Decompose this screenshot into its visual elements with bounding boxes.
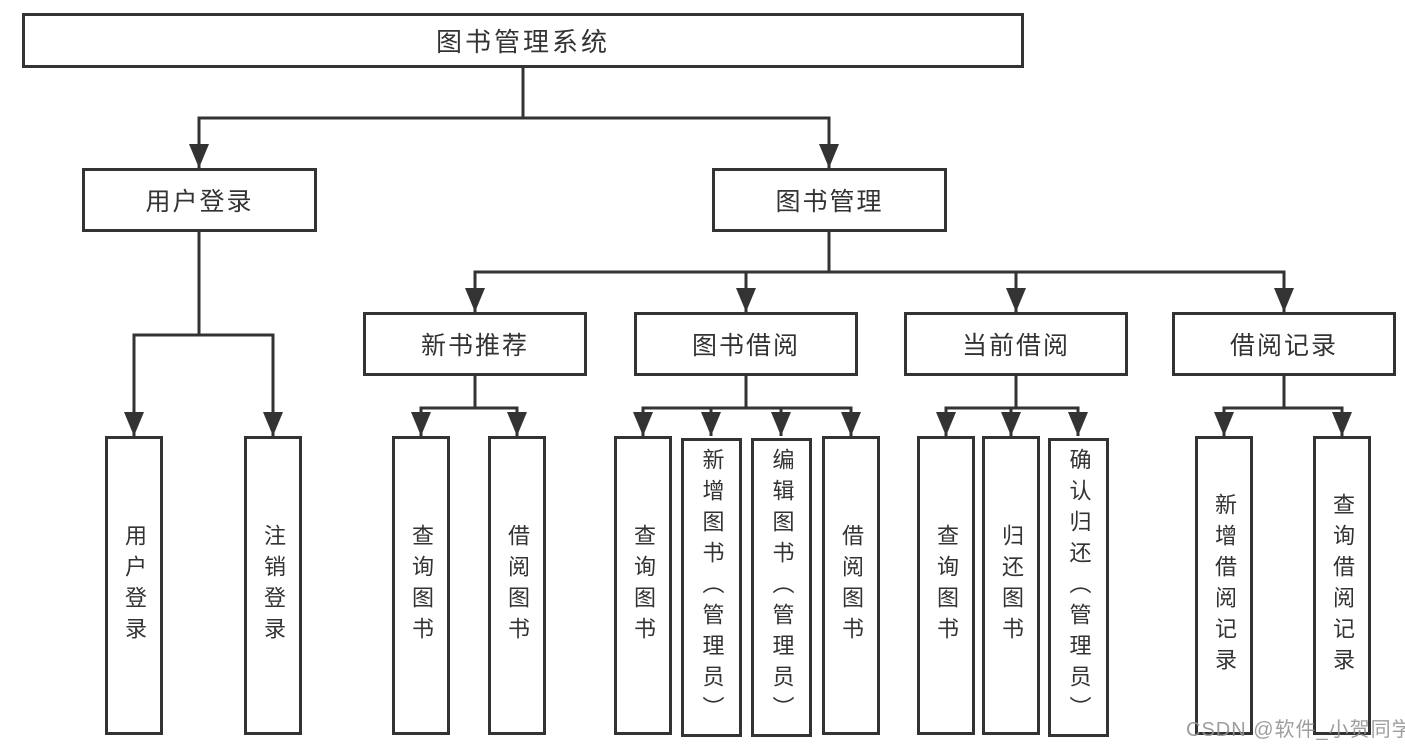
node-current-borrowing-label: 当前借阅 [961, 332, 1070, 360]
leaf-edit-books-admin-label: 编辑图书（管理员） [769, 448, 795, 727]
leaf-confirm-return-admin: 确认归还（管理员） [1048, 438, 1109, 737]
leaf-return-books: 归还图书 [982, 436, 1040, 735]
leaf-query-books-borrowing: 查询图书 [614, 436, 672, 735]
node-borrowing-records-label: 借阅记录 [1229, 332, 1338, 360]
node-book-borrowing: 图书借阅 [634, 312, 858, 376]
leaf-query-borrow-record: 查询借阅记录 [1313, 436, 1371, 735]
leaf-logout: 注销登录 [244, 436, 302, 735]
node-library-management-system: 图书管理系统 [22, 13, 1024, 68]
leaf-borrow-books: 借阅图书 [822, 436, 880, 735]
leaf-return-books-label: 归还图书 [999, 523, 1024, 648]
connector-elbows [132, 66, 1344, 410]
node-new-book-recommend-label: 新书推荐 [420, 332, 529, 360]
leaf-edit-books-admin: 编辑图书（管理员） [751, 438, 812, 737]
node-book-borrowing-label: 图书借阅 [691, 332, 800, 360]
leaf-add-books-admin: 新增图书（管理员） [681, 438, 742, 737]
leaf-add-books-admin-label: 新增图书（管理员） [699, 448, 725, 727]
leaf-add-borrow-record: 新增借阅记录 [1195, 436, 1253, 735]
csdn-watermark: CSDN @软件_小贺同学 [1186, 719, 1405, 741]
leaf-query-borrow-record-label: 查询借阅记录 [1330, 492, 1355, 679]
leaf-query-books-recommend: 查询图书 [392, 436, 450, 735]
node-borrowing-records: 借阅记录 [1172, 312, 1396, 376]
node-user-login-label: 用户登录 [145, 188, 254, 216]
leaf-query-books-borrowing-label: 查询图书 [631, 523, 656, 648]
connector-arrows [124, 118, 1352, 436]
node-new-book-recommend: 新书推荐 [363, 312, 587, 376]
leaf-query-books-current: 查询图书 [917, 436, 975, 735]
leaf-logout-label: 注销登录 [261, 523, 286, 648]
leaf-query-books-recommend-label: 查询图书 [409, 523, 434, 648]
leaf-user-login: 用户登录 [105, 436, 163, 735]
leaf-borrow-books-label: 借阅图书 [839, 523, 864, 648]
node-library-management-system-label: 图书管理系统 [435, 27, 610, 57]
node-book-management-label: 图书管理 [775, 188, 884, 216]
leaf-user-login-label: 用户登录 [122, 523, 147, 648]
leaf-query-books-current-label: 查询图书 [934, 523, 959, 648]
node-book-management: 图书管理 [712, 168, 947, 232]
leaf-borrow-books-recommend-label: 借阅图书 [505, 523, 530, 648]
node-current-borrowing: 当前借阅 [904, 312, 1128, 376]
leaf-confirm-return-admin-label: 确认归还（管理员） [1066, 448, 1092, 727]
leaf-borrow-books-recommend: 借阅图书 [488, 436, 546, 735]
leaf-add-borrow-record-label: 新增借阅记录 [1212, 492, 1237, 679]
node-user-login: 用户登录 [82, 168, 317, 232]
